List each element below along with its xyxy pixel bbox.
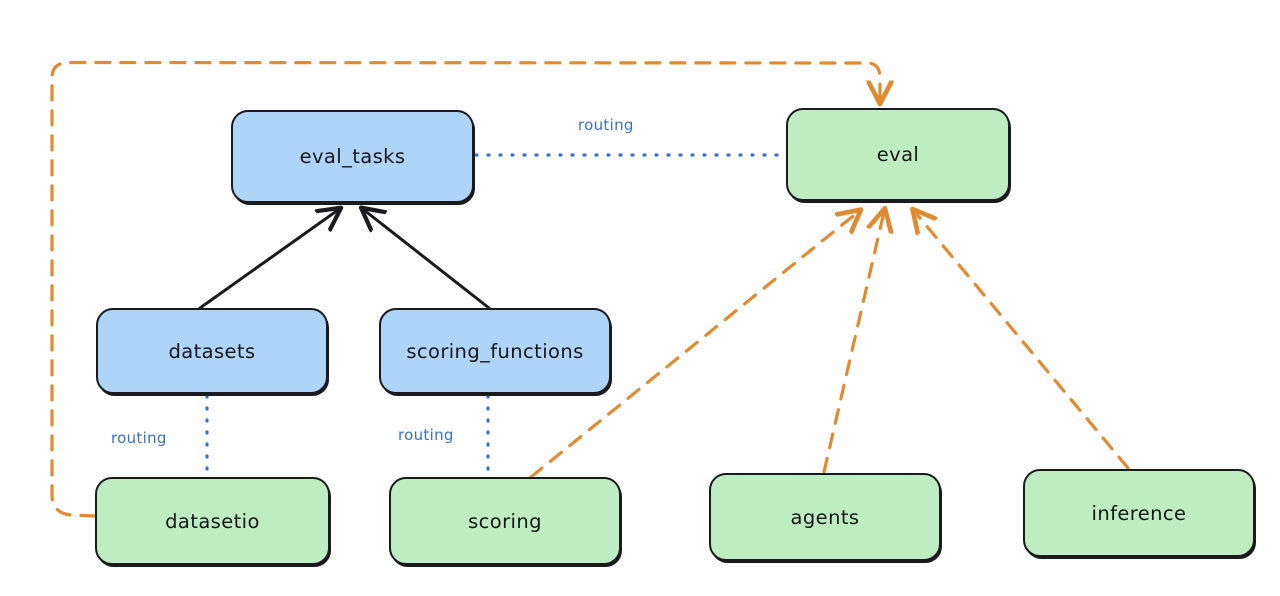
node-label: datasets	[168, 339, 256, 363]
node-inference[interactable]: inference	[1023, 469, 1255, 557]
node-agents[interactable]: agents	[709, 473, 941, 561]
node-datasetio[interactable]: datasetio	[95, 477, 330, 565]
node-eval[interactable]: eval	[786, 108, 1010, 201]
edge-inference-eval	[915, 212, 1130, 470]
edge-label-routing-eval-tasks: routing	[578, 116, 634, 134]
node-eval-tasks[interactable]: eval_tasks	[231, 110, 474, 203]
edge-scoring_functions-eval_tasks	[364, 210, 491, 310]
edge-datasetio-eval	[50, 60, 880, 518]
edge-label-routing-datasets: routing	[111, 429, 167, 447]
edge-agents-eval	[822, 212, 884, 474]
node-scoring-functions[interactable]: scoring_functions	[379, 308, 611, 394]
node-label: eval_tasks	[299, 145, 406, 168]
edge-label-routing-scoring-functions: routing	[398, 426, 454, 444]
node-label: datasetio	[165, 509, 260, 533]
node-scoring[interactable]: scoring	[389, 477, 621, 565]
node-label: inference	[1091, 501, 1187, 525]
edge-scoring-eval	[529, 212, 858, 479]
node-label: eval	[876, 143, 920, 166]
node-datasets[interactable]: datasets	[96, 308, 328, 394]
edge-datasets-eval_tasks	[198, 210, 338, 310]
node-label: agents	[790, 505, 860, 529]
node-label: scoring_functions	[406, 339, 584, 363]
node-label: scoring	[468, 509, 542, 533]
